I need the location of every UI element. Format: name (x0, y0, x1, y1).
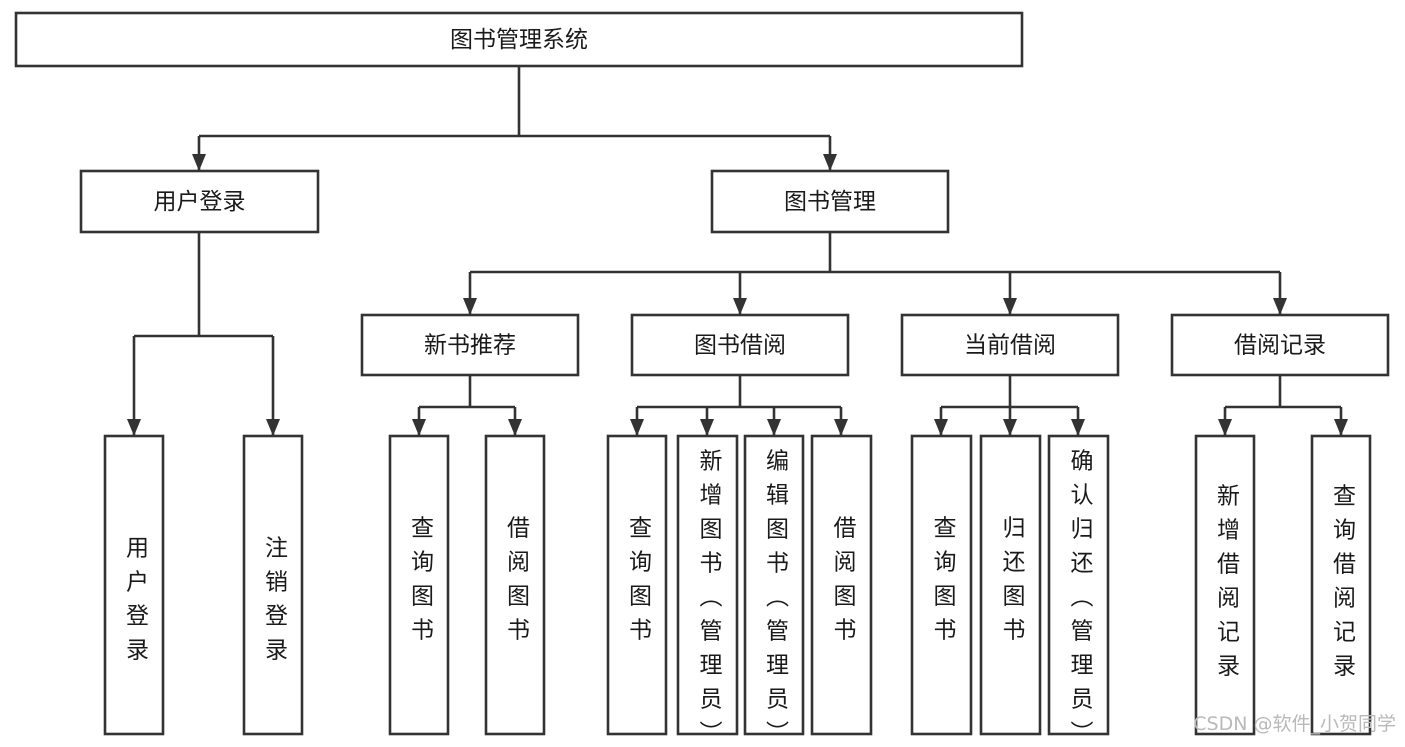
node-leaf-8-box[interactable] (910, 434, 973, 736)
node-level2-2[interactable]: 当前借阅 (900, 313, 1120, 377)
node-leaf-9-label: 归还图书 (998, 516, 1026, 641)
arrow-head (266, 419, 280, 436)
node-leaf-2-label: 查询图书 (407, 516, 435, 641)
node-leaf-7-box[interactable] (810, 434, 873, 736)
arrow-head (1273, 298, 1287, 315)
node-leaf-2[interactable]: 查询图书 (388, 434, 450, 736)
node-level1-1-label: 图书管理 (784, 189, 876, 215)
node-leaf-6-box[interactable] (743, 434, 805, 736)
arrow-head (1003, 298, 1017, 315)
node-level1-0-box[interactable] (79, 169, 320, 234)
node-level2-2-box[interactable] (900, 313, 1120, 377)
node-root-label: 图书管理系统 (450, 27, 588, 53)
node-leaf-5[interactable]: 新增图书（管理员） (676, 434, 739, 744)
node-level2-3-box[interactable] (1170, 313, 1390, 377)
node-leaf-9-box[interactable] (979, 434, 1042, 736)
arrow-head (767, 419, 781, 436)
edges-level2-0-to-leaves (412, 375, 522, 436)
node-leaf-8-label: 查询图书 (929, 516, 957, 641)
arrow-head (192, 154, 206, 171)
node-leaf-8[interactable]: 查询图书 (910, 434, 973, 736)
node-leaf-3-label: 借阅图书 (503, 516, 531, 641)
node-level2-0-label: 新书推荐 (424, 333, 516, 359)
arrow-head (412, 419, 426, 436)
node-leaf-9[interactable]: 归还图书 (979, 434, 1042, 736)
arrow-head (1218, 419, 1232, 436)
node-leaf-0[interactable]: 用户登录 (103, 434, 165, 736)
arrow-head (630, 419, 644, 436)
node-level2-0[interactable]: 新书推荐 (360, 313, 580, 377)
node-leaf-1-box[interactable] (242, 434, 304, 736)
node-leaf-11-label: 新增借阅记录 (1213, 484, 1241, 677)
node-leaf-1-label: 注销登录 (261, 536, 289, 661)
node-layer: 图书管理系统用户登录图书管理新书推荐图书借阅当前借阅借阅记录用户登录注销登录查询… (14, 11, 1390, 744)
node-leaf-2-box[interactable] (388, 434, 450, 736)
arrow-head (508, 419, 522, 436)
node-leaf-6[interactable]: 编辑图书（管理员） (743, 434, 805, 744)
node-level1-0-label: 用户登录 (154, 189, 246, 215)
node-level2-1-label: 图书借阅 (694, 333, 786, 359)
arrow-head (1003, 419, 1017, 436)
node-leaf-6-label: 编辑图书（管理员） (762, 449, 790, 744)
edges-level2-1-to-leaves (630, 375, 848, 436)
node-leaf-10-label: 确认归还（管理员） (1066, 449, 1094, 744)
node-leaf-12-box[interactable] (1310, 434, 1372, 736)
arrow-head (733, 298, 747, 315)
edges-book-management-to-level2 (463, 232, 1287, 315)
node-root[interactable]: 图书管理系统 (14, 11, 1024, 68)
node-leaf-0-box[interactable] (103, 434, 165, 736)
node-level2-2-label: 当前借阅 (964, 333, 1056, 359)
node-root-box[interactable] (14, 11, 1024, 68)
connector-layer (127, 66, 1348, 436)
arrow-head (1334, 419, 1348, 436)
node-leaf-7[interactable]: 借阅图书 (810, 434, 873, 736)
edges-level2-3-to-leaves (1218, 375, 1348, 436)
edges-level2-2-to-leaves (934, 375, 1085, 436)
node-level1-1[interactable]: 图书管理 (710, 169, 950, 234)
watermark: CSDN @软件_小贺同学 (1193, 713, 1396, 735)
node-leaf-7-label: 借阅图书 (829, 516, 857, 641)
edges-user-login-to-leaves (127, 232, 280, 436)
node-level2-0-box[interactable] (360, 313, 580, 377)
node-level1-1-box[interactable] (710, 169, 950, 234)
node-leaf-0-label: 用户登录 (122, 536, 150, 661)
node-leaf-4-box[interactable] (606, 434, 668, 736)
arrow-head (463, 298, 477, 315)
node-leaf-3[interactable]: 借阅图书 (484, 434, 546, 736)
arrow-head (834, 419, 848, 436)
node-level2-3[interactable]: 借阅记录 (1170, 313, 1390, 377)
node-leaf-12[interactable]: 查询借阅记录 (1310, 434, 1372, 736)
node-leaf-4[interactable]: 查询图书 (606, 434, 668, 736)
edges-root-to-level1 (192, 66, 837, 171)
arrow-head (823, 154, 837, 171)
node-leaf-4-label: 查询图书 (625, 516, 653, 641)
arrow-head (934, 419, 948, 436)
arrow-head (127, 419, 141, 436)
arrow-head (700, 419, 714, 436)
node-level2-3-label: 借阅记录 (1234, 333, 1326, 359)
node-leaf-3-box[interactable] (484, 434, 546, 736)
node-leaf-11-box[interactable] (1194, 434, 1256, 736)
node-leaf-10-box[interactable] (1047, 434, 1110, 736)
node-leaf-5-box[interactable] (676, 434, 739, 736)
node-leaf-10[interactable]: 确认归还（管理员） (1047, 434, 1110, 744)
node-level1-0[interactable]: 用户登录 (79, 169, 320, 234)
node-level2-1[interactable]: 图书借阅 (630, 313, 850, 377)
node-leaf-1[interactable]: 注销登录 (242, 434, 304, 736)
arrow-head (1071, 419, 1085, 436)
node-level2-1-box[interactable] (630, 313, 850, 377)
node-leaf-5-label: 新增图书（管理员） (695, 449, 723, 744)
node-leaf-12-label: 查询借阅记录 (1329, 484, 1357, 677)
node-leaf-11[interactable]: 新增借阅记录 (1194, 434, 1256, 736)
